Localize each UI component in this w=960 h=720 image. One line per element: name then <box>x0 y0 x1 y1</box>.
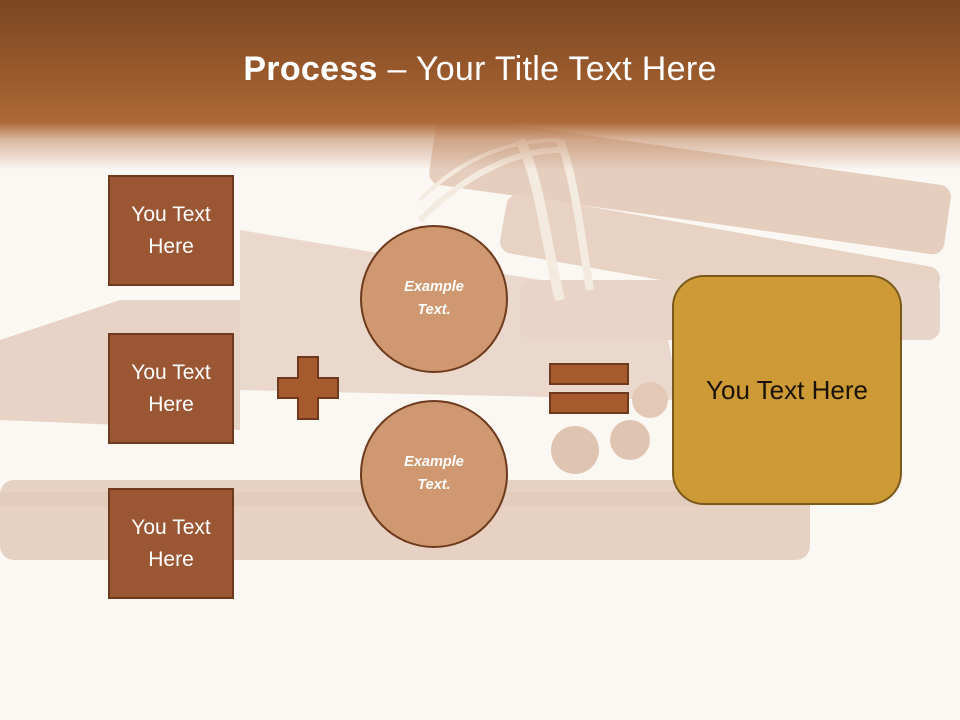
slide-title: Process – Your Title Text Here <box>0 50 960 89</box>
text-box-3-label: You Text Here <box>131 515 211 571</box>
title-bold: Process <box>243 50 378 88</box>
equals-icon <box>549 363 629 414</box>
text-box-2-label: You Text Here <box>131 360 211 416</box>
result-box: You Text Here <box>672 275 902 505</box>
text-box-1-label: You Text Here <box>131 202 211 258</box>
result-box-label: You Text Here <box>706 374 868 405</box>
text-box-1: You Text Here <box>108 175 234 286</box>
title-rest: – Your Title Text Here <box>377 50 717 88</box>
example-circle-1: Example Text. <box>360 225 508 373</box>
plus-icon <box>277 356 339 420</box>
example-circle-2-label: Example Text. <box>404 454 464 493</box>
header-band <box>0 0 960 170</box>
example-circle-2: Example Text. <box>360 400 508 548</box>
text-box-3: You Text Here <box>108 488 234 599</box>
example-circle-1-label: Example Text. <box>404 279 464 318</box>
text-box-2: You Text Here <box>108 333 234 444</box>
